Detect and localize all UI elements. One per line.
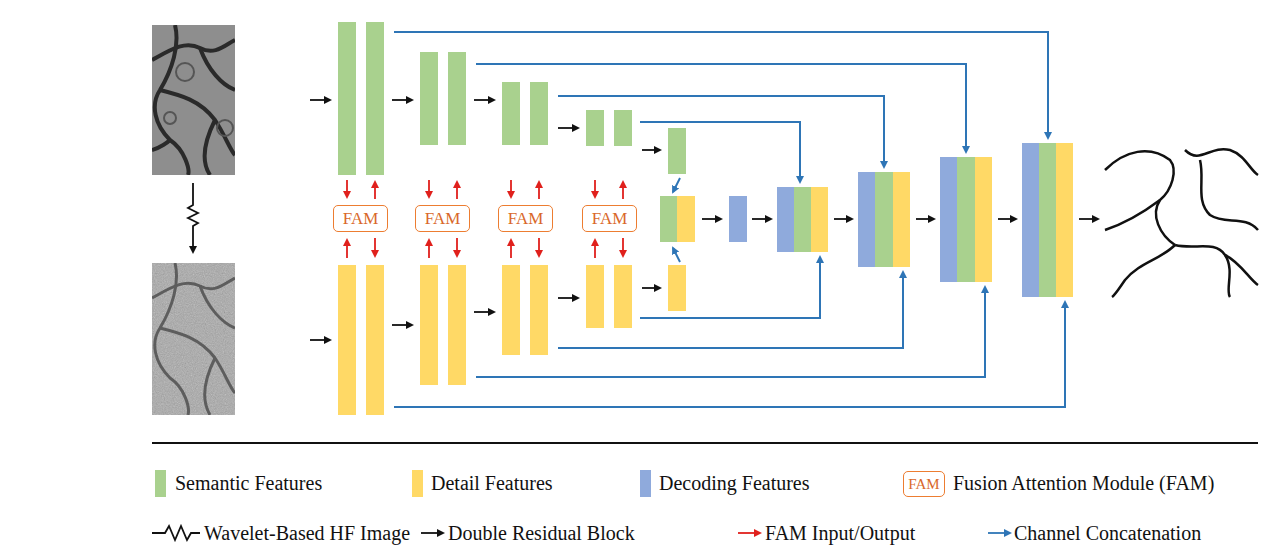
residual-arrows: [310, 100, 1098, 340]
legend-text: Channel Concatenation: [1014, 521, 1201, 545]
detail-features: [338, 265, 686, 415]
wavelet-transform: [188, 183, 198, 252]
high-frequency-image: [152, 263, 235, 415]
legend-text: FAM Input/Output: [765, 521, 915, 545]
module-label: FAM: [425, 210, 461, 227]
legend-concat-sample: [988, 532, 1010, 534]
legend-residual-sample: [421, 532, 443, 534]
fusion-attention-module: FAM: [415, 205, 470, 232]
module-label: FAM: [592, 210, 628, 227]
module-label: FAM: [508, 210, 544, 227]
legend-text: Detail Features: [431, 471, 553, 495]
legend-fam-io-sample: [738, 532, 760, 534]
fusion-attention-module: FAM: [498, 205, 553, 232]
input-image: [152, 25, 235, 175]
legend-text: Wavelet-Based HF Image: [204, 521, 410, 545]
output-segmentation: [1105, 140, 1258, 297]
legend-text: Semantic Features: [175, 471, 322, 495]
separator-line: [152, 442, 1258, 444]
legend-swatch: [640, 470, 651, 497]
legend-swatch: [155, 470, 166, 497]
legend-fam-label: FAM: [908, 477, 939, 492]
legend-swatch: [412, 470, 423, 497]
module-label: FAM: [343, 210, 379, 227]
legend-wavelet-sample: [152, 526, 200, 540]
decoder-blocks: [660, 143, 1073, 297]
legend-text: Decoding Features: [659, 471, 810, 495]
skip-connections: [394, 32, 1065, 407]
fusion-attention-module: FAM: [333, 205, 388, 232]
fusion-attention-module: FAM: [582, 205, 637, 232]
semantic-features: [338, 22, 686, 175]
legend-text: Double Residual Block: [448, 521, 635, 545]
legend-text: Fusion Attention Module (FAM): [953, 471, 1214, 495]
legend-fam-sample: FAM: [903, 471, 945, 497]
